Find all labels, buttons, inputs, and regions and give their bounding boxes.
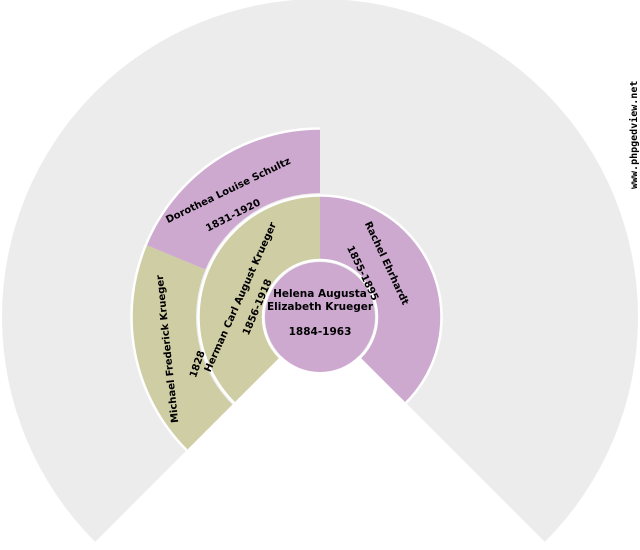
center-person-name-line1: Helena Augusta — [273, 288, 367, 300]
segment-paternal-grandmother[interactable] — [145, 128, 320, 270]
center-person-name-line2: Elizabeth Krueger — [267, 301, 374, 313]
center-person-circle[interactable] — [265, 262, 375, 372]
watermark-phpgedview: www.phpgedview.net — [628, 81, 640, 189]
center-person-dates: 1884-1963 — [289, 326, 352, 338]
segment-father[interactable] — [198, 196, 320, 403]
segment-paternal-grandfather[interactable] — [131, 244, 233, 451]
ring-separator-arc-inner — [261, 258, 379, 376]
ring-separator-arc-outer — [130, 127, 321, 452]
segment-mother[interactable] — [320, 196, 442, 403]
ring-separator-arc-middle — [197, 194, 443, 404]
